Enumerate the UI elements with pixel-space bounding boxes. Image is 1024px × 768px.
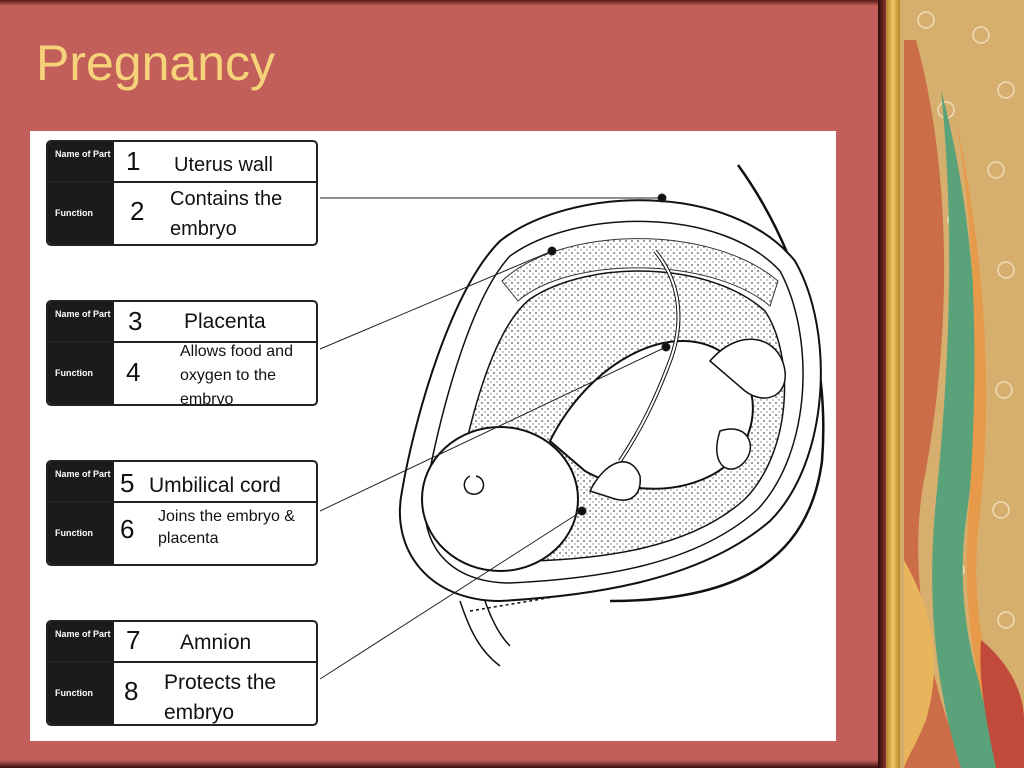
function-header: Function xyxy=(55,368,93,378)
function-number: 6 xyxy=(120,514,135,544)
slide-title: Pregnancy xyxy=(36,35,276,91)
card-divider xyxy=(48,181,316,183)
function-header: Function xyxy=(55,208,93,218)
card-header-column xyxy=(48,142,114,244)
part-name: Uterus wall xyxy=(174,154,273,176)
label-card-4: Name of Part Function 7 Amnion 8 Protect… xyxy=(46,620,318,726)
card-divider xyxy=(48,341,316,343)
label-card-1: Name of Part Function 1 Uterus wall 2 Co… xyxy=(46,140,318,246)
name-of-part-header: Name of Part xyxy=(55,149,111,159)
decorative-side-panel xyxy=(886,0,1024,768)
part-number: 3 xyxy=(128,306,143,336)
part-number: 5 xyxy=(120,468,135,498)
part-number: 1 xyxy=(126,146,141,176)
card-divider xyxy=(48,501,316,503)
top-border xyxy=(0,0,878,6)
part-function: Protects the embryo xyxy=(164,671,277,724)
bottom-border xyxy=(0,760,878,768)
part-name: Placenta xyxy=(184,310,266,333)
function-number: 4 xyxy=(126,357,141,387)
name-of-part-header: Name of Part xyxy=(55,629,111,639)
card-divider xyxy=(48,661,316,663)
label-card-2: Name of Part Function 3 Placenta 4 Allow… xyxy=(46,300,318,406)
uterus-illustration xyxy=(319,164,825,680)
part-name: Umbilical cord xyxy=(149,474,281,497)
label-card-3: Name of Part Function 5 Umbilical cord 6… xyxy=(46,460,318,566)
card-header-column xyxy=(48,462,114,564)
card-header-column xyxy=(48,622,114,724)
function-number: 2 xyxy=(130,196,145,226)
pregnancy-diagram: Name of Part Function 1 Uterus wall 2 Co… xyxy=(30,131,836,741)
function-header: Function xyxy=(55,528,93,538)
name-of-part-header: Name of Part xyxy=(55,469,111,479)
function-number: 8 xyxy=(124,676,139,706)
part-function: Allows food and oxygen to the embryo xyxy=(180,343,293,406)
card-header-column xyxy=(48,302,114,404)
part-number: 7 xyxy=(126,625,141,655)
side-border xyxy=(878,0,886,768)
part-name: Amnion xyxy=(180,631,252,654)
part-function: Contains the embryo xyxy=(170,188,283,240)
part-function: Joins the embryo & placenta xyxy=(158,508,295,547)
function-header: Function xyxy=(55,688,93,698)
name-of-part-header: Name of Part xyxy=(55,309,111,319)
